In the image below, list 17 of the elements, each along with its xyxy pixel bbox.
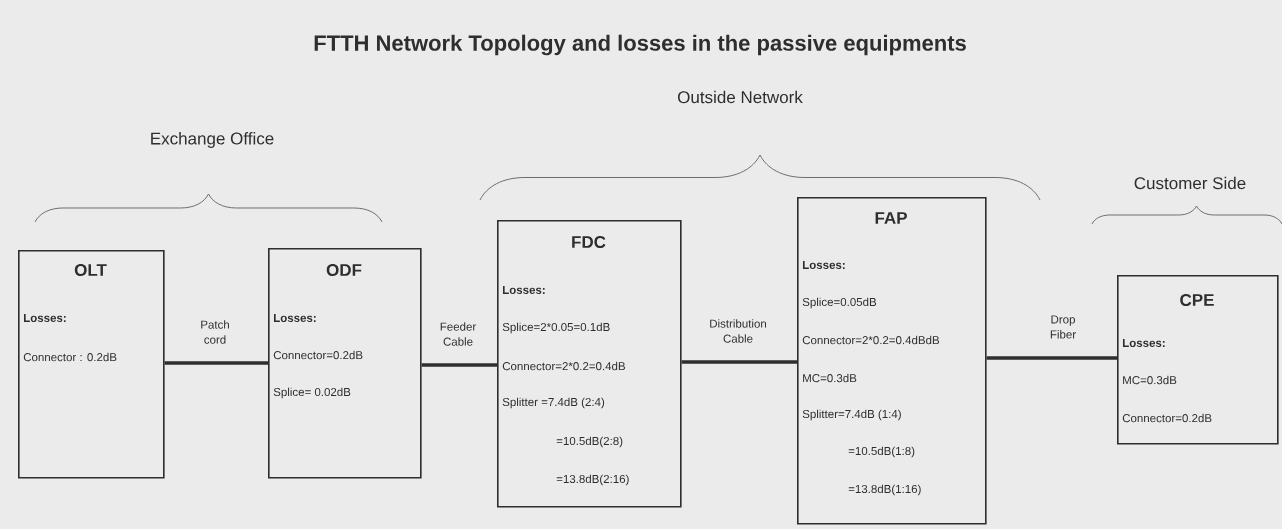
group-label: Customer Side [1134,176,1246,190]
edge-label: Distribution Cable [710,319,766,343]
device-box: OLT Losses: Connector : 0.2dB [18,250,165,479]
cable-line [681,360,797,364]
group-label: Outside Network [678,90,803,104]
device-box: FDC Losses: Splice=2*0.05=0.1dB Connector=2*0.2=0.4dB Splitter =7.4dB (2:4) =10.5dB(2:8) =13.8dB(2:16) [497,220,682,508]
device-box: FAP Losses: Splice=0.05dB Connector=2*0.2=0.4dBdB MC=0.3dB Splitter=7.4dB (1:4) =10.5dB(1:8) =13.8dB(1:16) [797,197,987,525]
device-box: CPE Losses: MC=0.3dB Connector=0.2dB [1117,275,1279,445]
group-label: Exchange Office [151,132,274,148]
edge-label: Feeder Cable [440,322,477,346]
edge-label: Drop Fiber [1050,315,1076,339]
edge-label: Patch cord [201,320,229,344]
cable-line [164,361,268,365]
cable-line [986,356,1117,360]
device-box: ODF Losses: Connector=0.2dB Splice= 0.02dB [268,248,422,479]
title: FTTH Network Topology and losses in the passive equipments [314,34,966,56]
cable-line [421,363,497,367]
